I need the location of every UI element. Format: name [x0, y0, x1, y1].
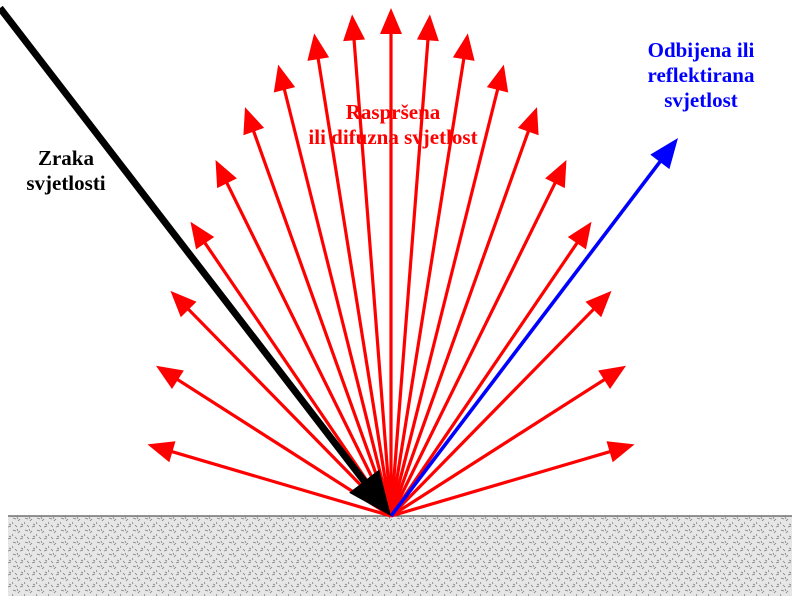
scattered-light-label: Raspršena ili difuzna svjetlost — [262, 100, 524, 150]
reflected-ray-arrow — [389, 138, 678, 518]
scattered-ray-13-head — [486, 64, 509, 93]
scattered-ray-8-head — [307, 33, 330, 61]
reflected-ray-arrow-head — [650, 138, 678, 170]
scattered-ray-11-head — [416, 14, 439, 42]
scattered-ray-17-head — [585, 290, 612, 318]
scattered-ray-14 — [389, 107, 539, 517]
incident-ray — [0, 5, 391, 516]
scattered-ray-19-head — [606, 441, 635, 463]
scattered-ray-18-shaft — [390, 377, 607, 518]
scattered-ray-1 — [147, 441, 392, 518]
scattered-ray-7 — [273, 64, 393, 517]
scattered-ray-18-head — [598, 365, 626, 390]
scattered-label-line1: Raspršena — [345, 100, 441, 124]
scattered-ray-3-shaft — [186, 306, 393, 518]
scattered-ray-10-head — [380, 8, 402, 34]
scattered-ray-16 — [389, 221, 592, 517]
surface-fill — [8, 516, 792, 596]
scattered-ray-12-head — [452, 33, 475, 61]
scattered-ray-17-shaft — [389, 306, 596, 518]
incident-ray-arrow-head — [349, 469, 391, 516]
scattered-ray-14-head — [517, 107, 539, 136]
scattered-ray-5 — [215, 159, 393, 517]
scattered-ray-19-shaft — [390, 449, 612, 518]
scattered-ray-13 — [389, 64, 509, 517]
scattered-ray-6-head — [243, 107, 265, 136]
scattered-label-line2: ili difuzna svjetlost — [308, 125, 478, 149]
scattered-ray-9-shaft — [352, 38, 393, 517]
scattered-ray-15 — [389, 159, 567, 517]
incident-label-line2: svjetlosti — [26, 171, 106, 195]
scattered-ray-11 — [389, 14, 439, 517]
reflected-label-line3: svjetlost — [664, 88, 738, 112]
scattered-ray-17 — [389, 290, 612, 518]
reflected-label-line1: Odbijena ili — [647, 38, 755, 62]
scattered-ray-18 — [390, 365, 626, 518]
reflected-light-label: Odbijena ili reflektirana svjetlost — [626, 38, 776, 113]
incident-ray-label: Zraka svjetlosti — [0, 146, 132, 196]
reflected-ray-arrow-shaft — [389, 159, 663, 518]
scattered-ray-5-shaft — [224, 180, 393, 517]
scattered-ray-2-head — [156, 365, 184, 390]
scattered-ray-15-head — [545, 159, 567, 189]
scattered-ray-8-shaft — [316, 56, 393, 517]
scattered-ray-3 — [170, 290, 393, 518]
scattered-ray-7-head — [273, 64, 296, 93]
reflected-label-line2: reflektirana — [647, 63, 755, 87]
scattered-ray-16-shaft — [389, 240, 580, 517]
scattered-ray-1-shaft — [170, 449, 392, 518]
scattered-ray-9-head — [343, 14, 366, 42]
scattered-ray-15-shaft — [389, 180, 558, 517]
incident-label-line1: Zraka — [37, 146, 94, 170]
scattered-ray-8 — [307, 33, 393, 517]
scattered-ray-4-head — [190, 221, 215, 250]
scattered-ray-19 — [390, 441, 635, 518]
scattered-ray-9 — [343, 14, 393, 517]
scattered-ray-6-shaft — [251, 129, 393, 517]
scattered-ray-12-shaft — [389, 56, 466, 517]
scattered-ray-5-head — [215, 159, 237, 189]
scattered-ray-1-head — [147, 441, 176, 463]
incident-ray-arrow — [0, 5, 391, 516]
scattered-rays — [147, 8, 635, 518]
incident-ray-arrow-shaft — [0, 5, 369, 485]
scattered-ray-16-head — [567, 221, 592, 250]
scattered-ray-3-head — [170, 290, 197, 318]
scattered-ray-13-shaft — [389, 87, 500, 517]
scattered-ray-12 — [389, 33, 475, 517]
scattered-ray-14-shaft — [389, 129, 531, 517]
scattered-ray-6 — [243, 107, 393, 517]
scattered-ray-11-shaft — [389, 38, 430, 517]
scattered-ray-10 — [380, 8, 402, 516]
reflected-ray — [389, 138, 678, 518]
rough-surface — [8, 515, 792, 596]
scattered-ray-7-shaft — [282, 87, 393, 517]
